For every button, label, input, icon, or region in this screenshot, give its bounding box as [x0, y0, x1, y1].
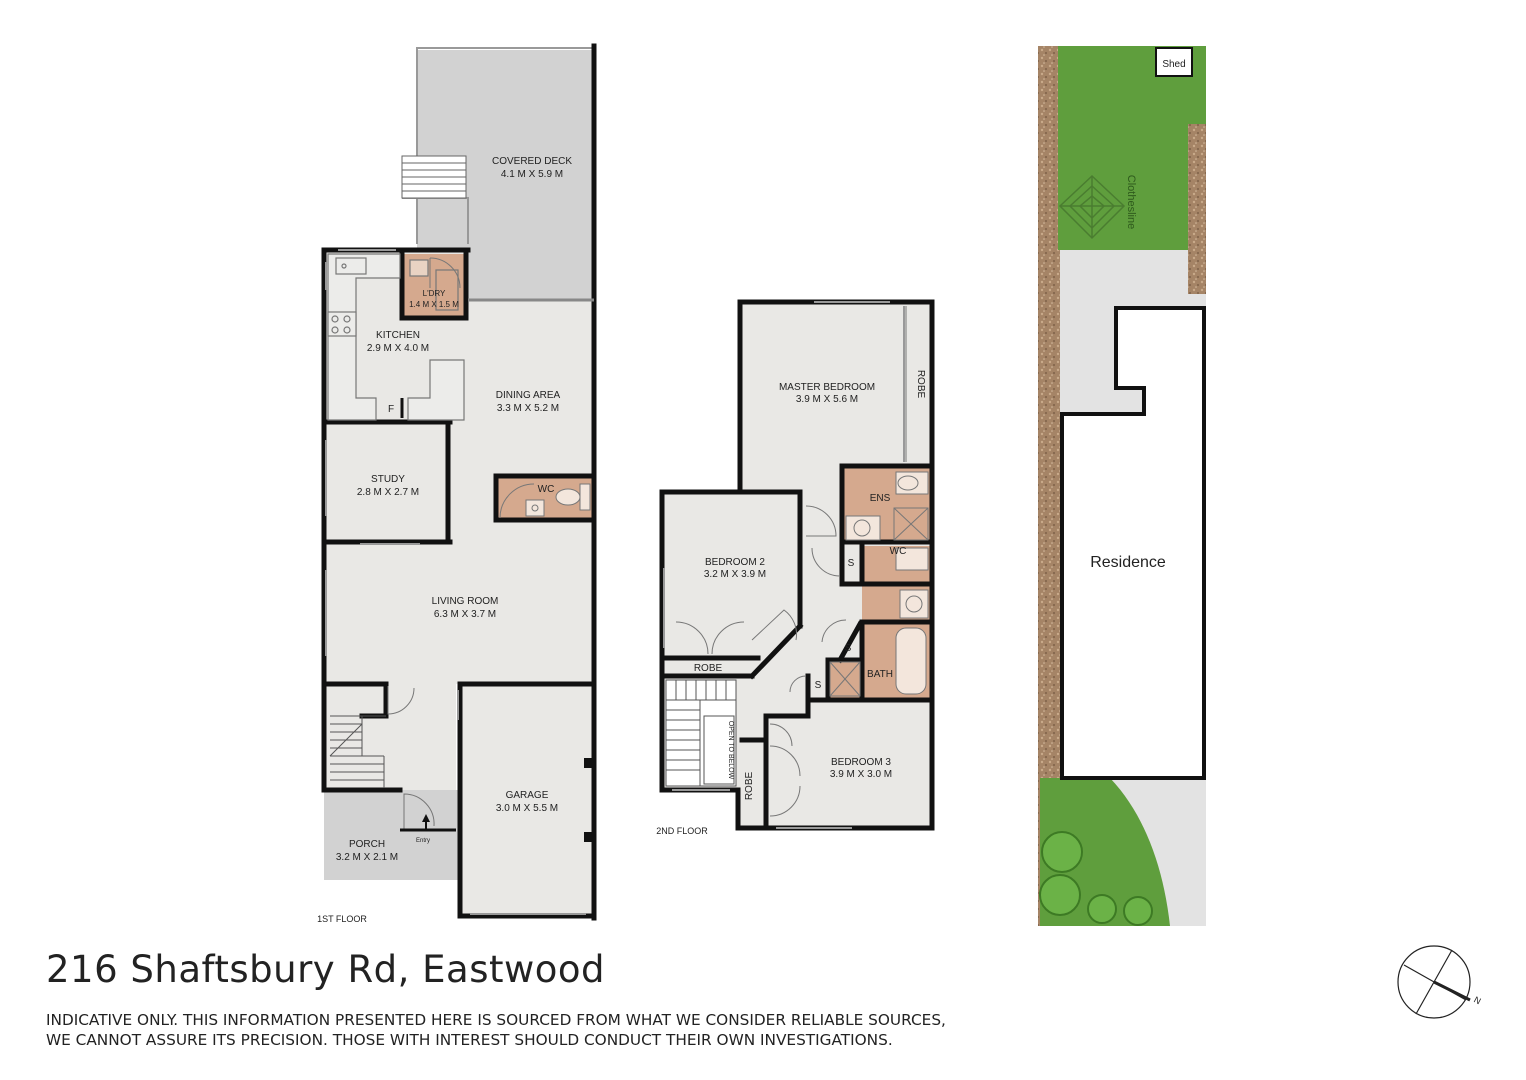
- storage-label-1: S: [848, 558, 855, 569]
- kitchen-size: 2.9 M X 4.0 M: [367, 343, 429, 354]
- residence-footprint: [1060, 306, 1206, 780]
- fridge-label: F: [388, 404, 394, 415]
- covered-deck-size: 4.1 M X 5.9 M: [501, 169, 563, 180]
- bedroom2-size: 3.2 M X 3.9 M: [704, 569, 766, 580]
- laundry-size: 1.4 M X 1.5 M: [409, 300, 459, 309]
- porch-area: [324, 790, 458, 880]
- garage-size: 3.0 M X 5.5 M: [496, 803, 558, 814]
- clothesline-label: Clothesline: [1125, 175, 1137, 229]
- storage-label-3: S: [815, 680, 822, 691]
- compass-north: N: [1472, 994, 1482, 1006]
- garden-bed-right: [1188, 124, 1206, 294]
- wc1-label: WC: [538, 484, 555, 495]
- first-floor-stairs: [329, 715, 386, 788]
- second-floor-label: 2ND FLOOR: [656, 826, 708, 836]
- first-floor-walls: [321, 43, 597, 921]
- living-name: LIVING ROOM: [432, 596, 499, 607]
- second-floor-plan: [659, 299, 935, 831]
- robe-b2-label: ROBE: [694, 663, 723, 674]
- laundry-name: L'DRY: [423, 289, 446, 298]
- disclaimer-line-1: INDICATIVE ONLY. THIS INFORMATION PRESEN…: [46, 1011, 946, 1029]
- shed-label: Shed: [1162, 59, 1185, 70]
- residence-label: Residence: [1090, 554, 1166, 571]
- bedroom2-name: BEDROOM 2: [705, 557, 765, 568]
- site-plan: [1038, 46, 1206, 926]
- deck-stairs: [401, 155, 467, 199]
- bedroom3-name: BEDROOM 3: [831, 757, 891, 768]
- garden-bed-left: [1038, 46, 1060, 926]
- property-address: 216 Shaftsbury Rd, Eastwood: [46, 948, 606, 991]
- bath-label: BATH: [867, 669, 893, 680]
- kitchen-name: KITCHEN: [376, 330, 420, 341]
- robe-master-label: ROBE: [915, 370, 926, 399]
- porch-size: 3.2 M X 2.1 M: [336, 852, 398, 863]
- ens-label: ENS: [870, 493, 891, 504]
- master-name: MASTER BEDROOM: [779, 382, 875, 393]
- compass-icon: [1397, 945, 1471, 1019]
- first-floor-slab: [324, 250, 594, 916]
- porch-name: PORCH: [349, 839, 385, 850]
- second-floor-stairs: [665, 679, 737, 787]
- master-size: 3.9 M X 5.6 M: [796, 394, 858, 405]
- first-floor-plan: [321, 43, 597, 921]
- shed: [1155, 47, 1193, 77]
- clothesline-icon: [1058, 174, 1126, 240]
- first-floor-label: 1ST FLOOR: [317, 914, 367, 924]
- study-size: 2.8 M X 2.7 M: [357, 487, 419, 498]
- living-size: 6.3 M X 3.7 M: [434, 609, 496, 620]
- robe-b3-label: ROBE: [744, 772, 755, 801]
- room-labels: COVERED DECK 4.1 M X 5.9 M L'DRY 1.4 M X…: [317, 59, 1483, 1006]
- dining-size: 3.3 M X 5.2 M: [497, 403, 559, 414]
- covered-deck-name: COVERED DECK: [492, 156, 572, 167]
- wc2-label: WC: [890, 546, 907, 557]
- open-below-label: OPEN TO BELOW: [727, 721, 734, 780]
- storage-label-2: S: [845, 643, 852, 654]
- disclaimer-line-2: WE CANNOT ASSURE ITS PRECISION. THOSE WI…: [46, 1031, 893, 1049]
- bedroom3-size: 3.9 M X 3.0 M: [830, 769, 892, 780]
- kitchen-bench: [327, 253, 465, 421]
- entry-label: Entry: [416, 838, 430, 844]
- second-floor-walls: [659, 299, 935, 831]
- study-name: STUDY: [371, 474, 405, 485]
- garage-name: GARAGE: [506, 790, 549, 801]
- dining-name: DINING AREA: [496, 390, 561, 401]
- shrubs: [1039, 831, 1153, 926]
